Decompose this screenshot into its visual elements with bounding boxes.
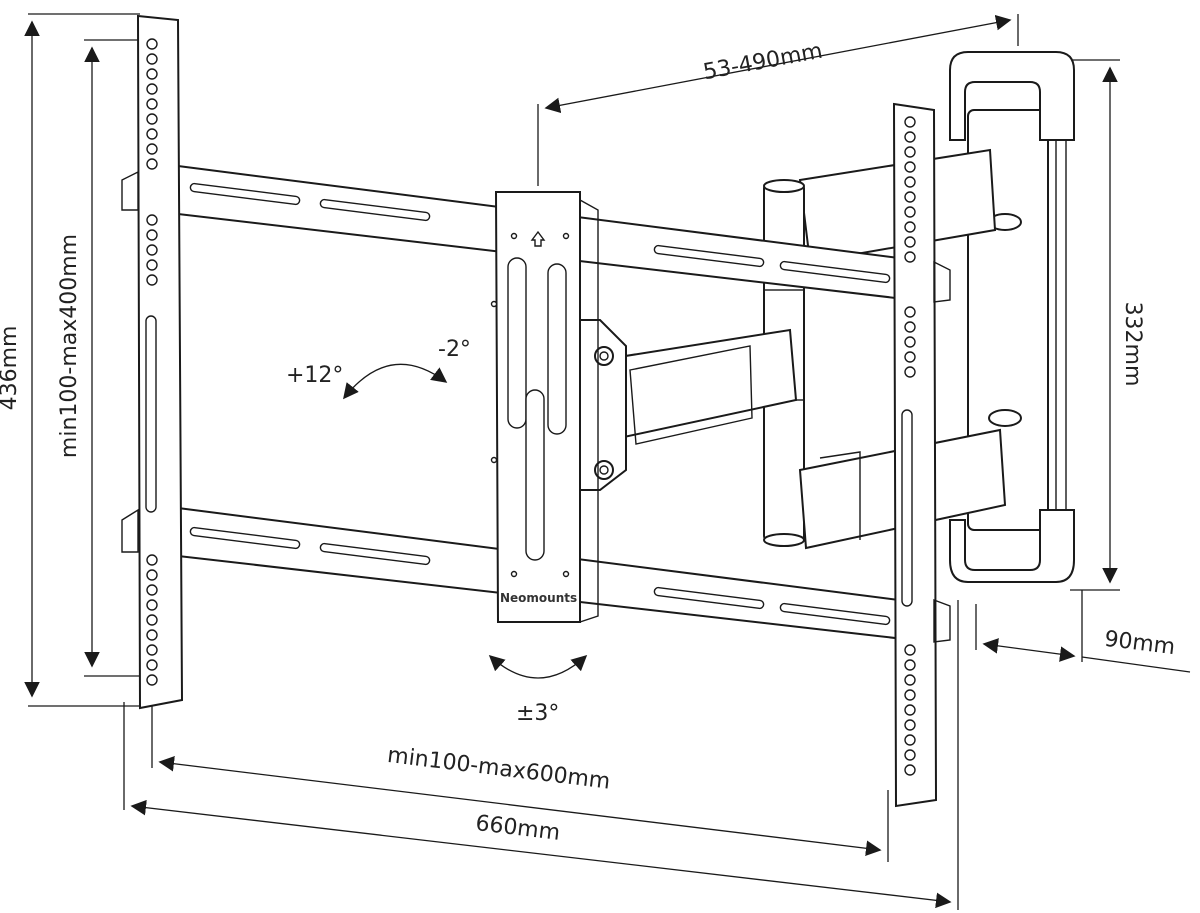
mounting-hole [904, 146, 916, 158]
mounting-hole [146, 113, 158, 125]
mounting-hole [146, 244, 158, 256]
mounting-hole [904, 719, 916, 731]
total-height-label: 436mm [0, 326, 22, 411]
mounting-hole [146, 143, 158, 155]
mounting-hole [904, 366, 916, 378]
mounting-hole [904, 191, 916, 203]
mounting-hole [904, 689, 916, 701]
mounting-hole [904, 251, 916, 263]
mounting-hole [146, 38, 158, 50]
curved-arrow-icon [488, 654, 588, 679]
arms [577, 148, 1007, 550]
mounting-hole [904, 321, 916, 333]
mounting-hole [146, 599, 158, 611]
mounting-hole [904, 674, 916, 686]
mounting-hole [146, 83, 158, 95]
mounting-hole [904, 336, 916, 348]
plate-screw-hole [490, 300, 498, 308]
mounting-hole [146, 614, 158, 626]
depth-label: 90mm [1103, 627, 1176, 660]
mounting-hole [146, 659, 158, 671]
mounting-hole [146, 629, 158, 641]
mounting-hole [904, 116, 916, 128]
mounting-hole [904, 131, 916, 143]
vesa-horizontal-label: min100-max600mm [386, 743, 612, 795]
vesa-vertical-label: min100-max400mm [57, 234, 82, 458]
mounting-hole [146, 229, 158, 241]
wall-plate-height-label: 332mm [1120, 302, 1145, 387]
mounting-hole [146, 569, 158, 581]
plate-screw-hole [562, 570, 570, 578]
plate-screw-hole [562, 232, 570, 240]
mounting-hole [146, 584, 158, 596]
mounting-hole [904, 206, 916, 218]
mounting-hole [146, 98, 158, 110]
plate-screw-hole [490, 456, 498, 464]
angle-arrows [343, 363, 588, 679]
rotation-label: ±3° [516, 701, 559, 726]
wall-plate [949, 51, 1075, 583]
mounting-hole [146, 53, 158, 65]
mounting-hole [904, 749, 916, 761]
total-width-label: 660mm [474, 811, 561, 846]
mounting-hole [904, 161, 916, 173]
mounting-hole [146, 274, 158, 286]
mounting-hole [904, 644, 916, 656]
mounting-hole [146, 158, 158, 170]
mounting-hole [146, 644, 158, 656]
plate-screw-hole [510, 570, 518, 578]
brand-logo-text: Neomounts [500, 591, 577, 605]
mounting-hole [904, 659, 916, 671]
curved-arrow-icon [343, 363, 448, 400]
mounting-hole [146, 554, 158, 566]
mounting-hole [904, 734, 916, 746]
mounting-hole [904, 704, 916, 716]
mounting-hole [146, 259, 158, 271]
mounting-hole [146, 674, 158, 686]
mounting-hole [904, 764, 916, 776]
tv-bracket [121, 14, 951, 808]
mounting-hole [904, 351, 916, 363]
mounting-hole [146, 68, 158, 80]
tilt-up-label: +12° [286, 363, 343, 388]
mounting-hole [146, 214, 158, 226]
mounting-hole [904, 176, 916, 188]
dimension-lines [24, 13, 1191, 910]
mounting-hole [904, 221, 916, 233]
tilt-down-label: -2° [438, 337, 471, 362]
mounting-hole [146, 128, 158, 140]
mounting-holes [146, 38, 916, 776]
mounting-hole [904, 306, 916, 318]
mounting-hole [904, 236, 916, 248]
plate-screw-hole [510, 232, 518, 240]
arm-extension-label: 53-490mm [701, 39, 824, 86]
